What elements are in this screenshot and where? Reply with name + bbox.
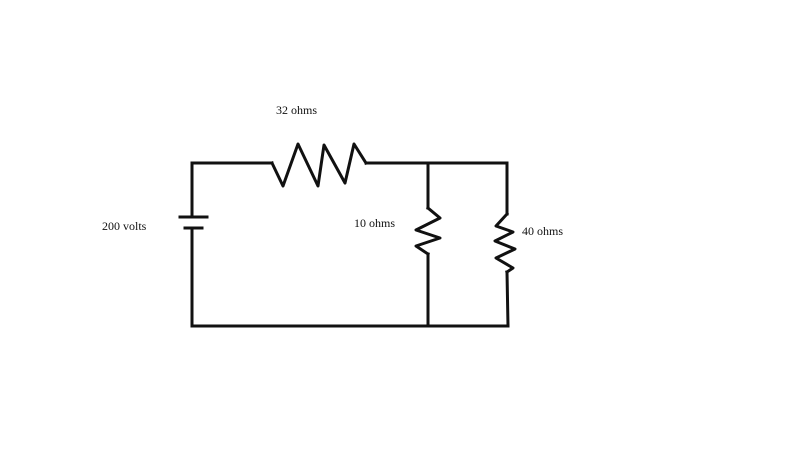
resistor-32-ohms [269,142,369,188]
label-40-ohms: 40 ohms [522,224,563,238]
resistor-10-ohms [414,205,442,257]
label-10-ohms: 10 ohms [354,216,395,230]
label-200-volts: 200 volts [102,219,147,233]
resistor-40-ohms [493,211,517,275]
wire-branch-40-bottom [505,270,510,328]
label-32-ohms: 32 ohms [276,103,317,117]
